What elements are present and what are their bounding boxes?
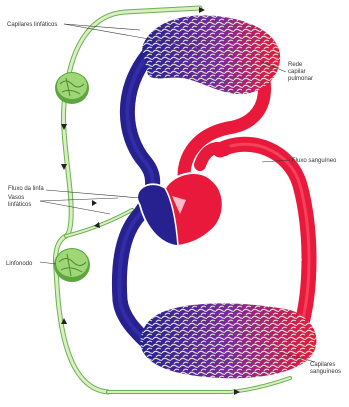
systemic-capillary-network xyxy=(140,303,316,378)
label-vasos-linfaticos-1: Vasos xyxy=(8,195,24,201)
label-vasos-linfaticos-2: linfáticos xyxy=(8,202,31,208)
label-capilares-linfaticos: Capilares linfáticos xyxy=(7,22,57,28)
label-rede-capilar-2: capilar xyxy=(288,69,306,75)
pulmonary-capillary-network xyxy=(142,15,280,94)
lymph-node-lower xyxy=(54,248,90,282)
label-capilares-sanguineos-1: Capilares xyxy=(310,362,335,368)
label-linfonodo: Linfonodo xyxy=(6,261,33,267)
label-fluxo-da-linfa: Fluxo da linfa xyxy=(8,186,44,192)
label-fluxo-sanguineo: Fluxo sanguíneo xyxy=(292,158,337,164)
label-capilares-sanguineos-2: sanguíneos xyxy=(310,369,341,375)
lymph-node-upper xyxy=(55,72,89,104)
label-rede-capilar-3: pulmonar xyxy=(288,76,313,82)
heart xyxy=(137,173,222,246)
label-rede-capilar-1: Rede xyxy=(288,62,303,68)
